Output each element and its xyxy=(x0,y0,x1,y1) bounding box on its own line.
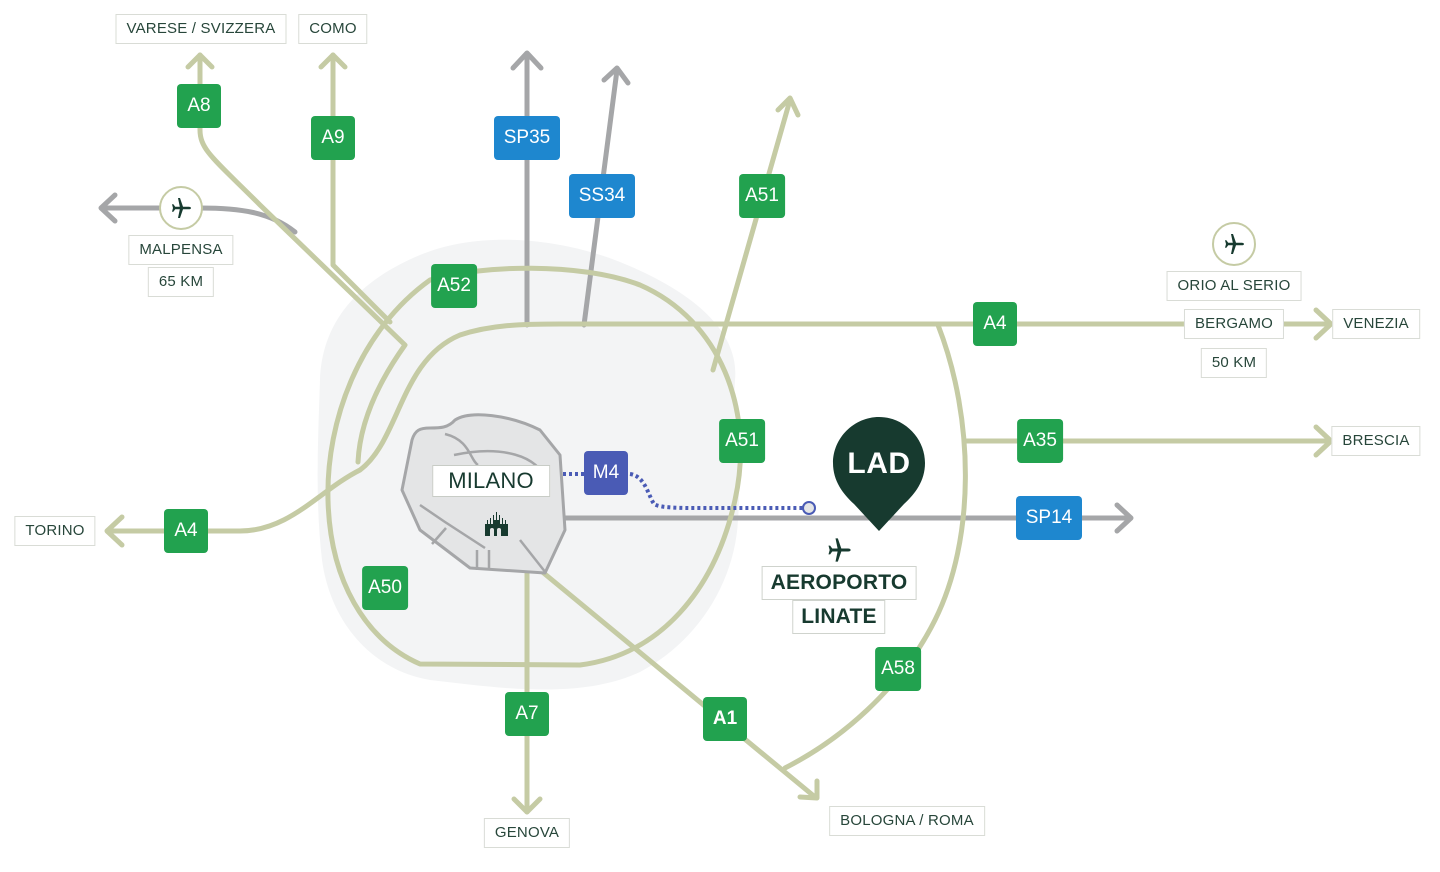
road-shield-a4-west: A4 xyxy=(164,509,208,553)
a4-road xyxy=(105,321,1333,534)
a7-arrow xyxy=(511,796,543,815)
airplane-icon xyxy=(1225,234,1244,254)
airport-orio-label: ORIO AL SERIO xyxy=(1166,271,1302,301)
road-shield-a58: A58 xyxy=(875,647,921,691)
lad-pin xyxy=(833,417,925,531)
a8-road xyxy=(197,52,408,465)
road-shield-a7: A7 xyxy=(505,692,549,736)
destination-torino: TORINO xyxy=(14,516,96,546)
destination-venezia: VENEZIA xyxy=(1332,309,1420,339)
destination-bologna-roma: BOLOGNA / ROMA xyxy=(829,806,985,836)
a35-arrow xyxy=(1313,424,1334,458)
sp14-arrow xyxy=(1114,502,1134,534)
a58-road xyxy=(782,322,968,771)
m4-linate-station xyxy=(802,501,816,515)
road-shield-ss34: SS34 xyxy=(569,174,635,218)
a1-arrow xyxy=(797,778,820,801)
road-shield-sp35: SP35 xyxy=(494,116,560,160)
ss34-arrow xyxy=(601,65,631,86)
malpensa-road xyxy=(99,205,298,235)
duomo-icon xyxy=(485,512,508,536)
ring-road xyxy=(325,265,744,668)
a4-west-arrow xyxy=(104,514,125,548)
malpensa-arrow xyxy=(98,192,118,224)
road-shield-a9: A9 xyxy=(311,116,355,160)
road-shield-a35: A35 xyxy=(1017,419,1063,463)
bergamo-distance: 50 KM xyxy=(1200,348,1268,378)
a9-arrow xyxy=(318,52,348,70)
road-shield-a50: A50 xyxy=(362,566,408,610)
a1-road xyxy=(537,567,818,800)
destination-bergamo: BERGAMO xyxy=(1183,309,1285,339)
airplane-icon xyxy=(172,198,191,218)
sp35-arrow xyxy=(510,50,544,71)
destination-brescia: BRESCIA xyxy=(1331,426,1421,456)
road-shield-a1: A1 xyxy=(703,697,747,741)
road-shield-a51-north: A51 xyxy=(739,174,785,218)
road-shield-a4-east: A4 xyxy=(973,302,1017,346)
lad-pin-label: LAD xyxy=(847,447,911,480)
a8-arrow xyxy=(185,52,215,70)
destination-varese: VARESE / SVIZZERA xyxy=(115,14,287,44)
road-shield-a52: A52 xyxy=(431,264,477,308)
airport-linate-label-line2: LINATE xyxy=(792,600,886,634)
road-shield-a51-ring: A51 xyxy=(719,419,765,463)
airport-linate-label-line1: AEROPORTO xyxy=(761,566,917,600)
airplane-icon xyxy=(828,538,851,562)
city-label: MILANO xyxy=(432,465,550,497)
metro-badge-m4: M4 xyxy=(584,451,628,495)
malpensa-distance: 65 KM xyxy=(147,267,215,297)
a51-north-arrow xyxy=(775,95,801,118)
m4-line xyxy=(563,472,803,510)
a4-east-arrow xyxy=(1313,307,1334,341)
road-shield-a8: A8 xyxy=(177,84,221,128)
destination-como: COMO xyxy=(298,14,368,44)
airport-malpensa-label: MALPENSA xyxy=(128,235,234,265)
road-shield-sp14: SP14 xyxy=(1016,496,1082,540)
a51-north-road xyxy=(710,97,793,373)
destination-genova: GENOVA xyxy=(483,818,571,848)
